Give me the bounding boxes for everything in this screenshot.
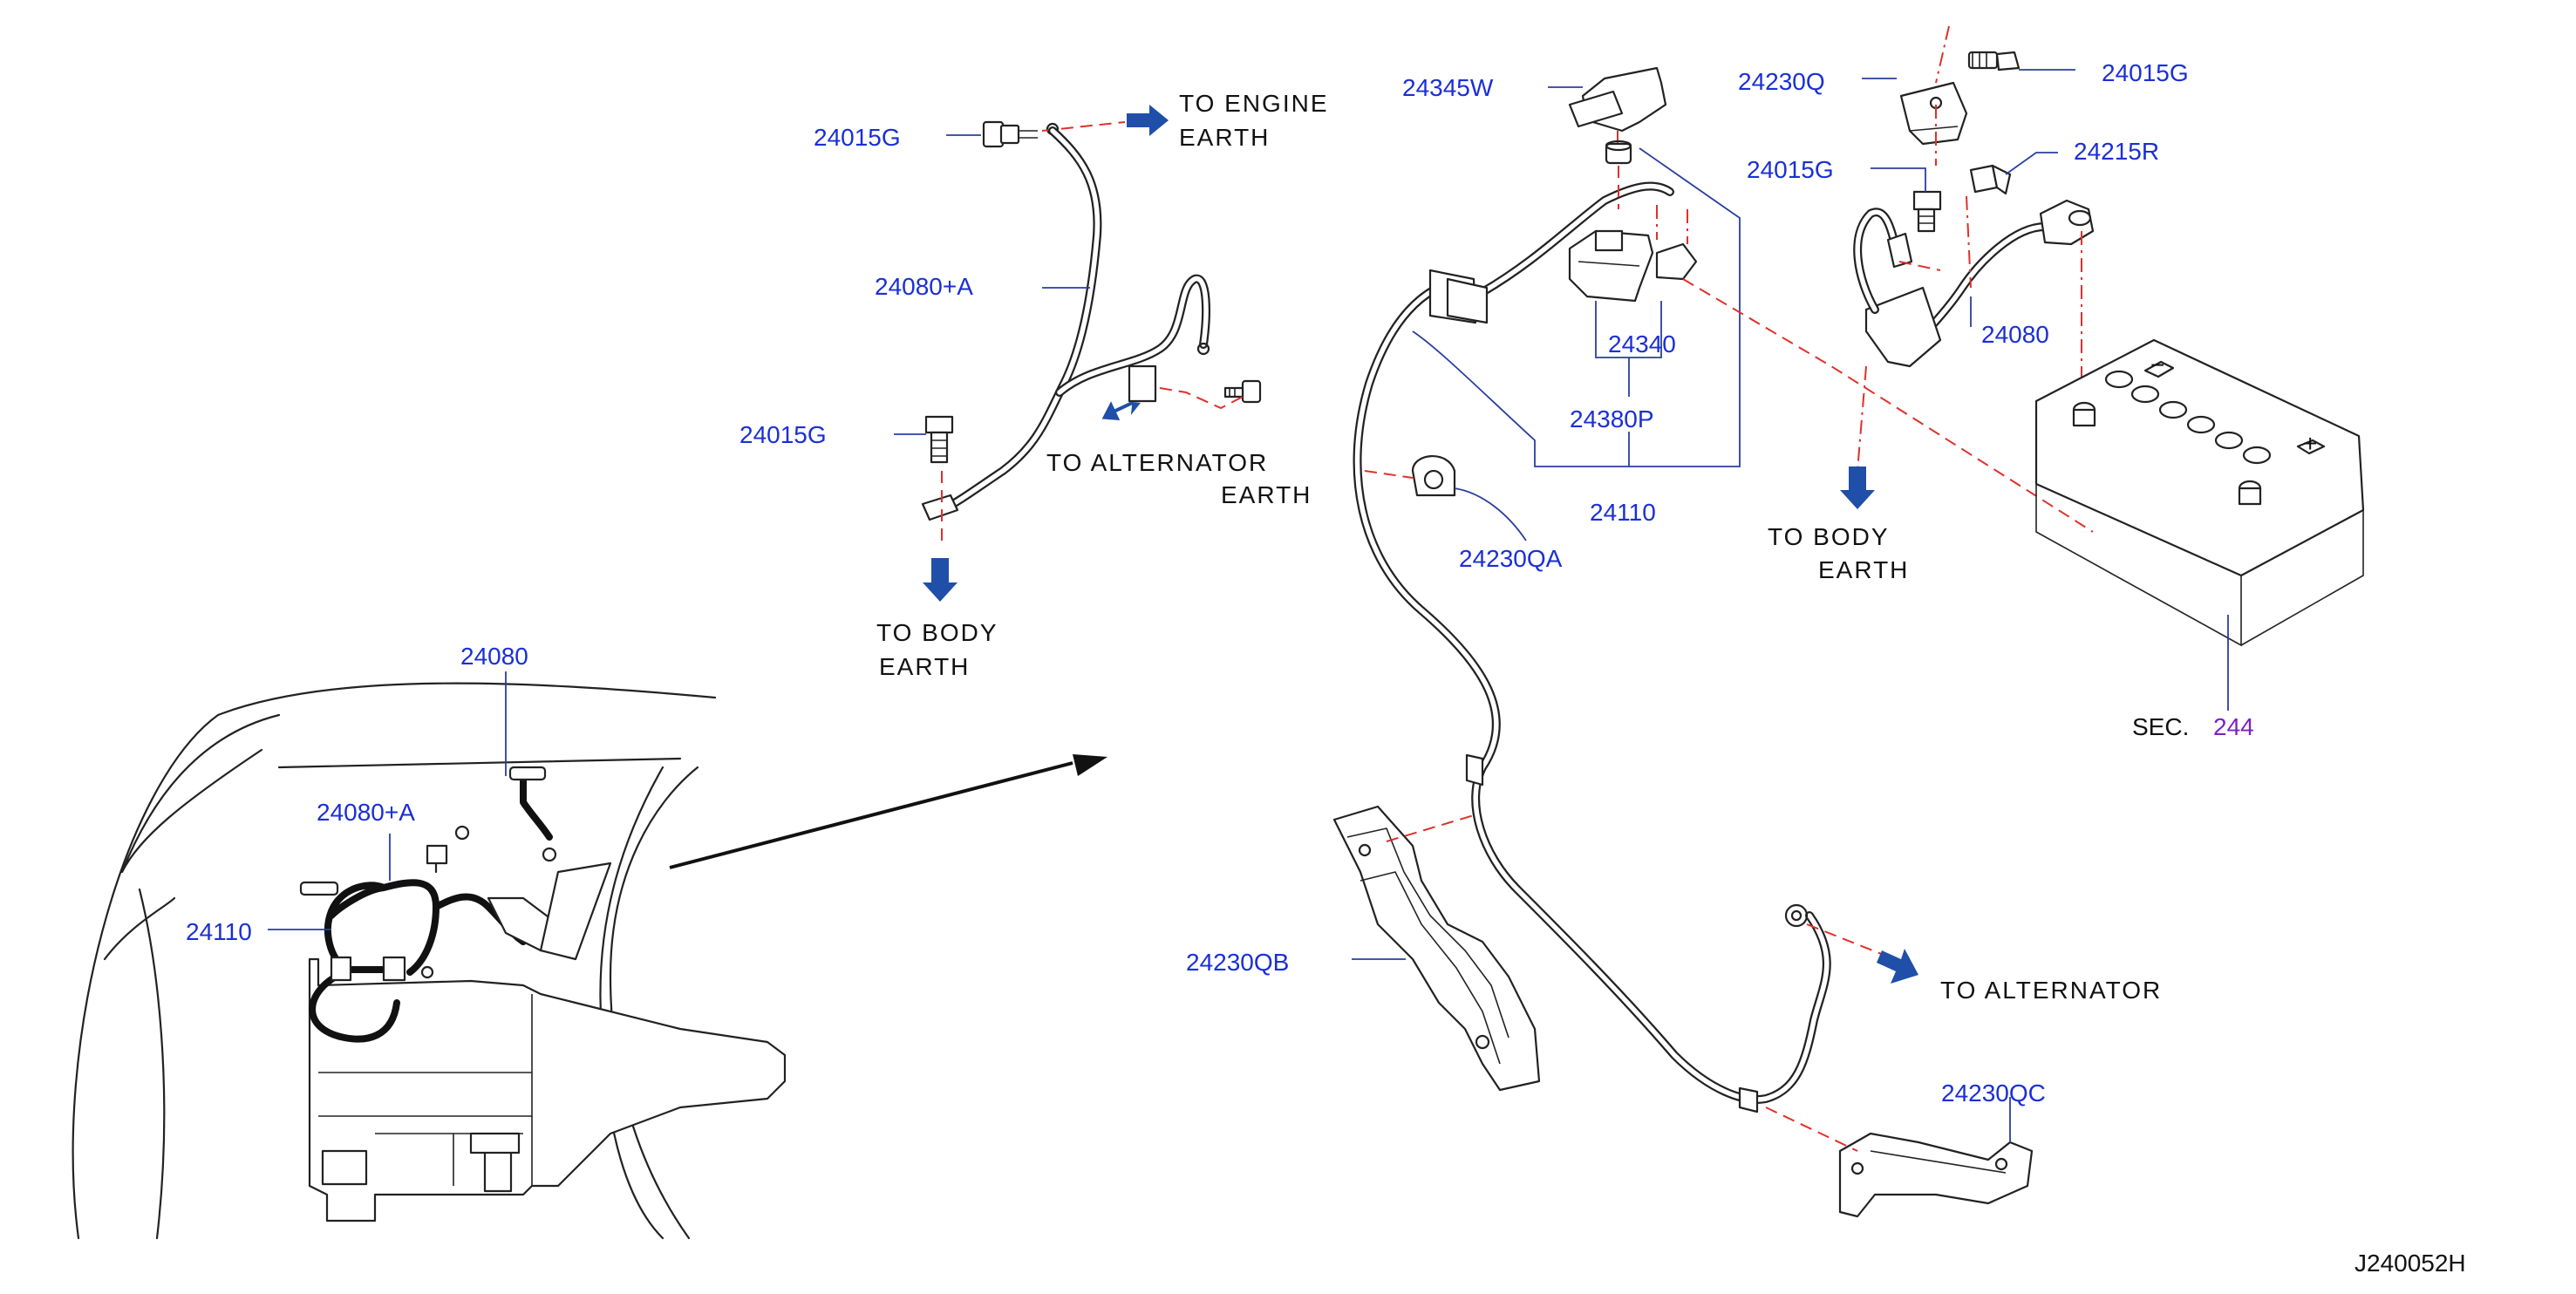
destination-label: TO ENGINE bbox=[1179, 90, 1329, 117]
bolt-icon bbox=[1223, 379, 1262, 404]
part-number-label: 24230QA bbox=[1459, 545, 1563, 572]
destination-label: EARTH bbox=[1179, 124, 1270, 151]
bolt-icon bbox=[924, 415, 954, 464]
destination-label: TO BODY bbox=[876, 619, 998, 646]
destination-label: EARTH bbox=[1818, 556, 1909, 583]
battery-terminal-icon bbox=[2039, 199, 2095, 246]
part-number-label: 24345W bbox=[1402, 74, 1494, 101]
diagram-code: J240052H bbox=[2355, 1250, 2466, 1277]
terminal-cover-icon bbox=[1568, 66, 1667, 133]
part-number-label: 24080+A bbox=[317, 799, 415, 826]
bolt-icon bbox=[1967, 51, 2021, 72]
section-reference-number: 244 bbox=[2213, 713, 2254, 740]
part-number-label: 24015G bbox=[1747, 156, 1834, 183]
battery-icon: − + bbox=[2034, 338, 2365, 647]
engine-bay-inset bbox=[72, 682, 787, 1240]
part-number-label: 24230Q bbox=[1738, 68, 1825, 95]
part-number-label: 24110 bbox=[186, 918, 252, 945]
svg-text:+: + bbox=[2303, 430, 2317, 457]
destination-label: TO ALTERNATOR bbox=[1940, 977, 2162, 1004]
part-number-label: 24230QC bbox=[1941, 1079, 2046, 1107]
nut-icon bbox=[1605, 140, 1632, 165]
bolt-icon bbox=[982, 120, 1038, 148]
bracket-icon bbox=[1332, 805, 1541, 1092]
arrow-left-icon bbox=[1101, 401, 1141, 420]
destination-label: EARTH bbox=[1221, 481, 1312, 508]
part-number-label: 24215R bbox=[2074, 138, 2159, 165]
destination-label: TO ALTERNATOR bbox=[1046, 449, 1268, 476]
part-number-label: 24080 bbox=[460, 643, 528, 670]
arrow-right-icon bbox=[1127, 105, 1169, 136]
section-reference-label: SEC. bbox=[2132, 713, 2189, 740]
battery-cable-assembly bbox=[1353, 181, 1884, 1114]
bolt-icon bbox=[1912, 190, 1942, 233]
svg-text:−: − bbox=[2150, 351, 2164, 378]
fusible-link-icon bbox=[1568, 229, 1698, 303]
part-number-label: 24110 bbox=[1590, 499, 1656, 526]
bracket-icon bbox=[1899, 81, 1968, 146]
terminal-cover-icon bbox=[1969, 164, 2012, 195]
part-number-label: 24380P bbox=[1570, 405, 1654, 432]
part-number-label: 24080 bbox=[1981, 321, 2049, 348]
part-number-label: 24230QB bbox=[1186, 949, 1289, 976]
arrow-down-icon bbox=[923, 558, 957, 602]
bracket-icon bbox=[1838, 1132, 2034, 1218]
part-number-label: 24015G bbox=[739, 421, 827, 448]
part-number-label: 24080+A bbox=[875, 273, 973, 300]
fuse-box-icon bbox=[1853, 208, 1942, 368]
arrow-right-icon bbox=[1877, 949, 1918, 984]
part-number-label: 24015G bbox=[814, 124, 901, 151]
destination-label: TO BODY bbox=[1768, 523, 1890, 550]
earth-harness-assembly bbox=[921, 120, 1262, 541]
destination-label: EARTH bbox=[879, 653, 970, 680]
part-number-label: 24015G bbox=[2102, 59, 2189, 86]
part-number-label: 24340 bbox=[1608, 330, 1676, 358]
arrow-down-icon bbox=[1840, 467, 1875, 509]
clip-icon bbox=[1411, 455, 1456, 497]
